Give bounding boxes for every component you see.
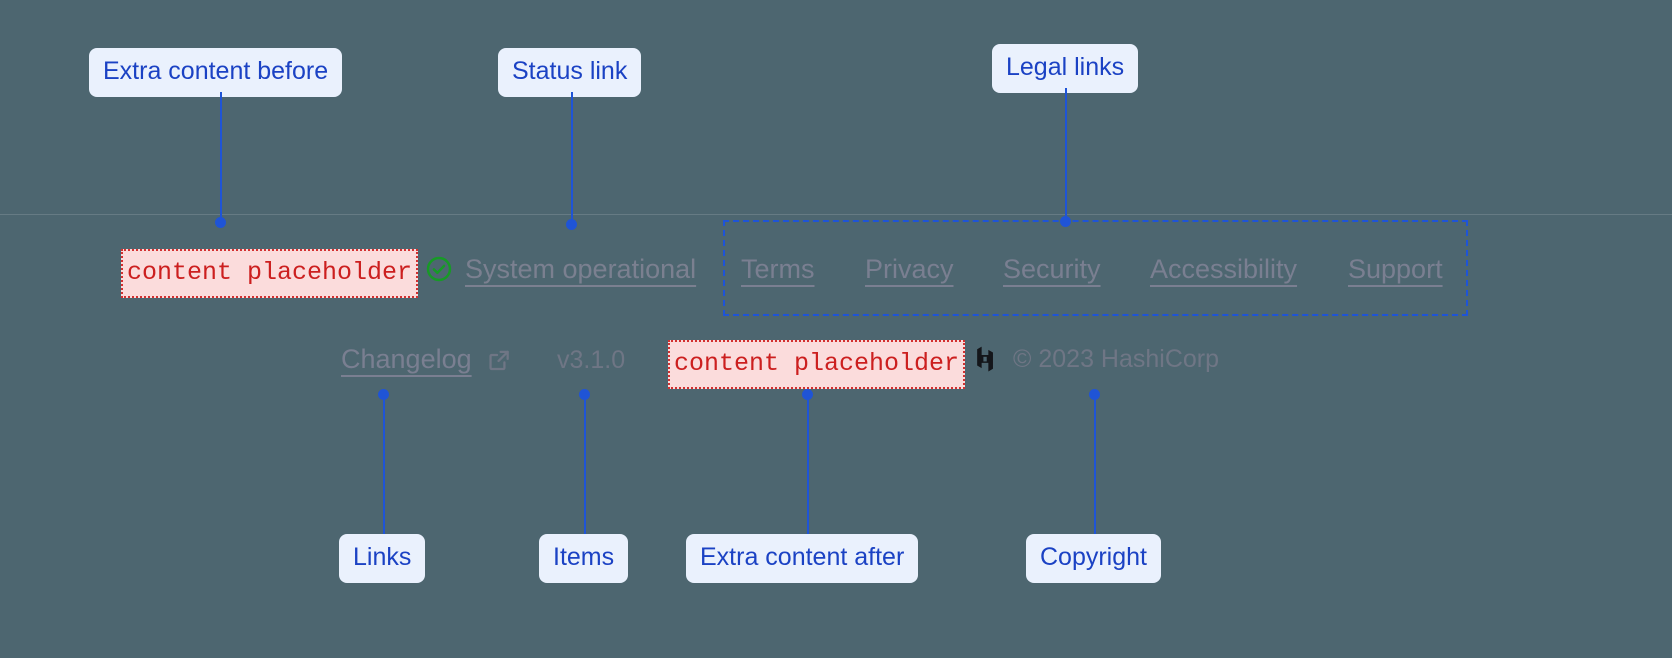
changelog-link-label: Changelog <box>341 344 472 374</box>
changelog-link[interactable]: Changelog <box>341 346 512 373</box>
check-circle-icon <box>425 255 453 283</box>
copyright: © 2023 HashiCorp <box>971 344 1219 374</box>
copyright-text: © 2023 HashiCorp <box>1013 344 1220 373</box>
callout-links: Links <box>339 534 426 583</box>
callout-items: Items <box>539 534 629 583</box>
placeholder-extra-content-after: content placeholder <box>668 340 966 389</box>
connector-extra-content-after <box>807 394 809 534</box>
connector-copyright <box>1094 394 1096 534</box>
legal-link-privacy[interactable]: Privacy <box>865 254 954 284</box>
placeholder-extra-content-before: content placeholder <box>121 249 419 298</box>
callout-status-link: Status link <box>498 48 642 97</box>
callout-legal-links: Legal links <box>992 44 1139 93</box>
legal-link-support[interactable]: Support <box>1348 254 1443 284</box>
connector-links <box>383 394 385 534</box>
hashicorp-logo-icon <box>971 344 999 374</box>
connector-legal-links <box>1065 88 1067 222</box>
connector-dot-status-link <box>566 219 577 230</box>
legal-link-security[interactable]: Security <box>1003 254 1101 284</box>
callout-copyright: Copyright <box>1026 534 1161 583</box>
connector-extra-content-before <box>220 92 222 222</box>
status-link[interactable]: System operational <box>425 255 696 283</box>
version-label: v3.1.0 <box>557 346 626 374</box>
legal-links-region <box>723 220 1468 316</box>
connector-items <box>584 394 586 534</box>
external-link-icon <box>486 347 512 373</box>
section-divider <box>0 214 1672 215</box>
connector-status-link <box>571 92 573 226</box>
connector-dot-extra-content-before <box>215 217 226 228</box>
legal-link-accessibility[interactable]: Accessibility <box>1150 254 1298 284</box>
callout-extra-content-before: Extra content before <box>89 48 343 97</box>
callout-extra-content-after: Extra content after <box>686 534 919 583</box>
status-link-label: System operational <box>465 253 697 284</box>
legal-link-terms[interactable]: Terms <box>741 254 815 284</box>
